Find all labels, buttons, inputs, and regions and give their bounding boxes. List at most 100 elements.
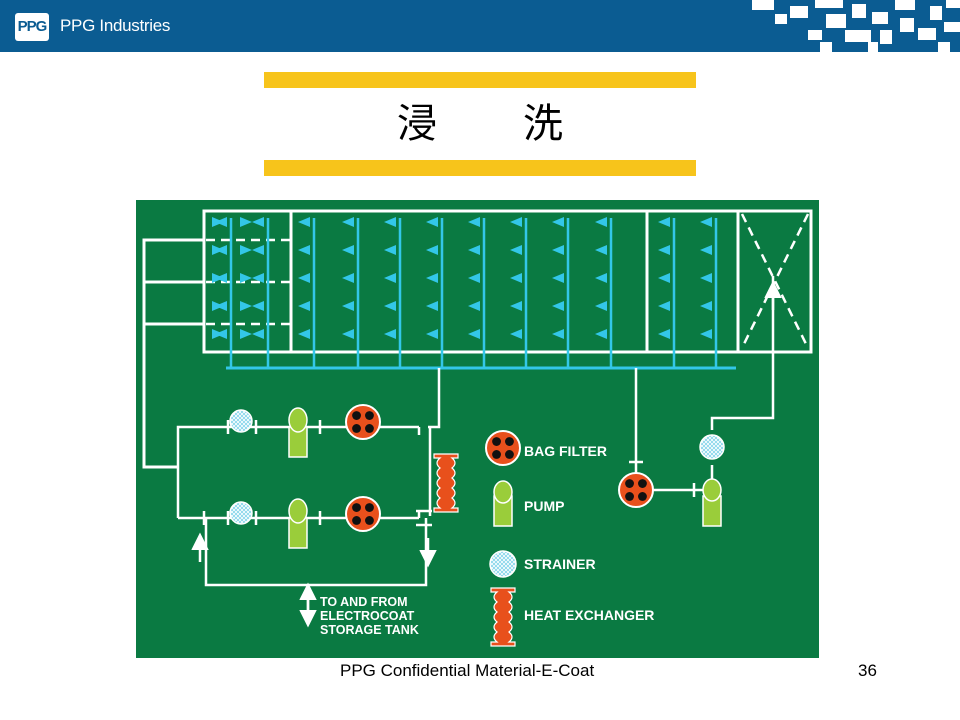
bag-filter-right bbox=[618, 472, 654, 508]
legend-strainer-label: STRAINER bbox=[524, 556, 596, 572]
spray-arrow bbox=[595, 273, 607, 283]
spray-arrow bbox=[384, 217, 396, 227]
left-feed-lines bbox=[142, 238, 204, 469]
spray-arrow bbox=[510, 329, 522, 339]
spray-arrow bbox=[658, 301, 670, 311]
spray-arrow bbox=[384, 329, 396, 339]
storage-label-line-2: ELECTROCOAT bbox=[320, 609, 415, 623]
spray-arrow bbox=[298, 301, 310, 311]
strainer-top bbox=[229, 409, 253, 433]
spray-arrow bbox=[212, 217, 224, 227]
spray-arrow bbox=[342, 301, 354, 311]
pump-top bbox=[288, 407, 308, 458]
spray-arrow bbox=[700, 273, 712, 283]
spray-arrow bbox=[298, 217, 310, 227]
spray-arrow bbox=[426, 217, 438, 227]
spray-arrow bbox=[552, 217, 564, 227]
spray-arrow bbox=[552, 245, 564, 255]
spray-arrow bbox=[700, 245, 712, 255]
spray-arrow bbox=[298, 329, 310, 339]
title-bar-bottom bbox=[264, 160, 696, 176]
spray-arrow bbox=[552, 301, 564, 311]
bag-filter-top bbox=[345, 404, 381, 440]
spray-arrow bbox=[510, 245, 522, 255]
spray-arrow bbox=[240, 245, 252, 255]
spray-arrow bbox=[426, 273, 438, 283]
spray-risers bbox=[229, 218, 718, 368]
spray-arrow bbox=[510, 301, 522, 311]
legend-bag-filter-label: BAG FILTER bbox=[524, 443, 607, 459]
spray-arrow bbox=[595, 217, 607, 227]
spray-arrow bbox=[468, 217, 480, 227]
spray-arrow bbox=[212, 245, 224, 255]
spray-arrows bbox=[212, 217, 712, 339]
legend-bag-filter-symbol bbox=[485, 430, 521, 466]
spray-arrow bbox=[700, 217, 712, 227]
page-title: 浸洗 bbox=[397, 101, 649, 147]
spray-arrow bbox=[240, 329, 252, 339]
spray-arrow bbox=[426, 329, 438, 339]
spray-arrow bbox=[552, 329, 564, 339]
spray-arrow bbox=[252, 245, 264, 255]
spray-arrow bbox=[298, 245, 310, 255]
spray-arrow bbox=[212, 329, 224, 339]
spray-arrow bbox=[384, 245, 396, 255]
spray-arrow bbox=[510, 273, 522, 283]
spray-arrow bbox=[240, 217, 252, 227]
spray-arrow bbox=[426, 301, 438, 311]
storage-tank-label: TO AND FROM ELECTROCOAT STORAGE TANK bbox=[320, 595, 419, 637]
bag-filter-bottom bbox=[345, 496, 381, 532]
spray-arrow bbox=[468, 329, 480, 339]
spray-arrow bbox=[658, 217, 670, 227]
spray-arrow bbox=[252, 273, 264, 283]
spray-arrow bbox=[552, 273, 564, 283]
spray-arrow bbox=[384, 301, 396, 311]
header-banner: PPG PPG Industries bbox=[0, 0, 960, 52]
pump-bottom bbox=[288, 498, 308, 549]
flow-arrows bbox=[191, 280, 782, 628]
legend-heat-exchanger-symbol bbox=[490, 587, 516, 647]
spray-arrow bbox=[384, 273, 396, 283]
spray-arrow bbox=[212, 273, 224, 283]
spray-arrow bbox=[700, 329, 712, 339]
spray-arrow bbox=[212, 301, 224, 311]
legend-pump-symbol bbox=[493, 480, 513, 527]
spray-arrow bbox=[468, 301, 480, 311]
spray-arrow bbox=[342, 217, 354, 227]
legend: BAG FILTER PUMP STRAINER HEAT EXCHANGER bbox=[485, 430, 654, 647]
spray-arrow bbox=[252, 329, 264, 339]
ppg-logo: PPG bbox=[15, 13, 49, 41]
spray-arrow bbox=[298, 273, 310, 283]
spray-arrow bbox=[342, 245, 354, 255]
spray-arrow bbox=[658, 329, 670, 339]
storage-label-line-1: TO AND FROM bbox=[320, 595, 408, 609]
spray-arrow bbox=[700, 301, 712, 311]
bag-filters bbox=[345, 404, 654, 532]
company-name: PPG Industries bbox=[60, 16, 171, 35]
strainer-bottom bbox=[229, 501, 253, 525]
spray-arrow bbox=[252, 217, 264, 227]
legend-heat-exchanger-label: HEAT EXCHANGER bbox=[524, 607, 654, 623]
spray-arrow bbox=[510, 217, 522, 227]
spray-arrow bbox=[468, 273, 480, 283]
storage-label-line-3: STORAGE TANK bbox=[320, 623, 419, 637]
spray-arrow bbox=[240, 301, 252, 311]
spray-arrow bbox=[252, 301, 264, 311]
spray-arrow bbox=[342, 273, 354, 283]
spray-arrow bbox=[240, 273, 252, 283]
strainer-right bbox=[699, 434, 725, 460]
dip-rinse-diagram: BAG FILTER PUMP STRAINER HEAT EXCHANGER … bbox=[136, 200, 819, 658]
spray-arrow bbox=[468, 245, 480, 255]
footer-text: PPG Confidential Material-E-Coat bbox=[340, 661, 595, 680]
page-number: 36 bbox=[858, 661, 877, 680]
spray-arrow bbox=[595, 301, 607, 311]
valve-ticks bbox=[202, 420, 696, 527]
title-bar-top bbox=[264, 72, 696, 88]
spray-arrow bbox=[658, 273, 670, 283]
legend-bag-filter-icon bbox=[485, 430, 521, 466]
spray-arrow bbox=[426, 245, 438, 255]
spray-arrow bbox=[658, 245, 670, 255]
spray-arrow bbox=[595, 245, 607, 255]
spray-arrow bbox=[342, 329, 354, 339]
legend-strainer-symbol bbox=[489, 550, 517, 578]
